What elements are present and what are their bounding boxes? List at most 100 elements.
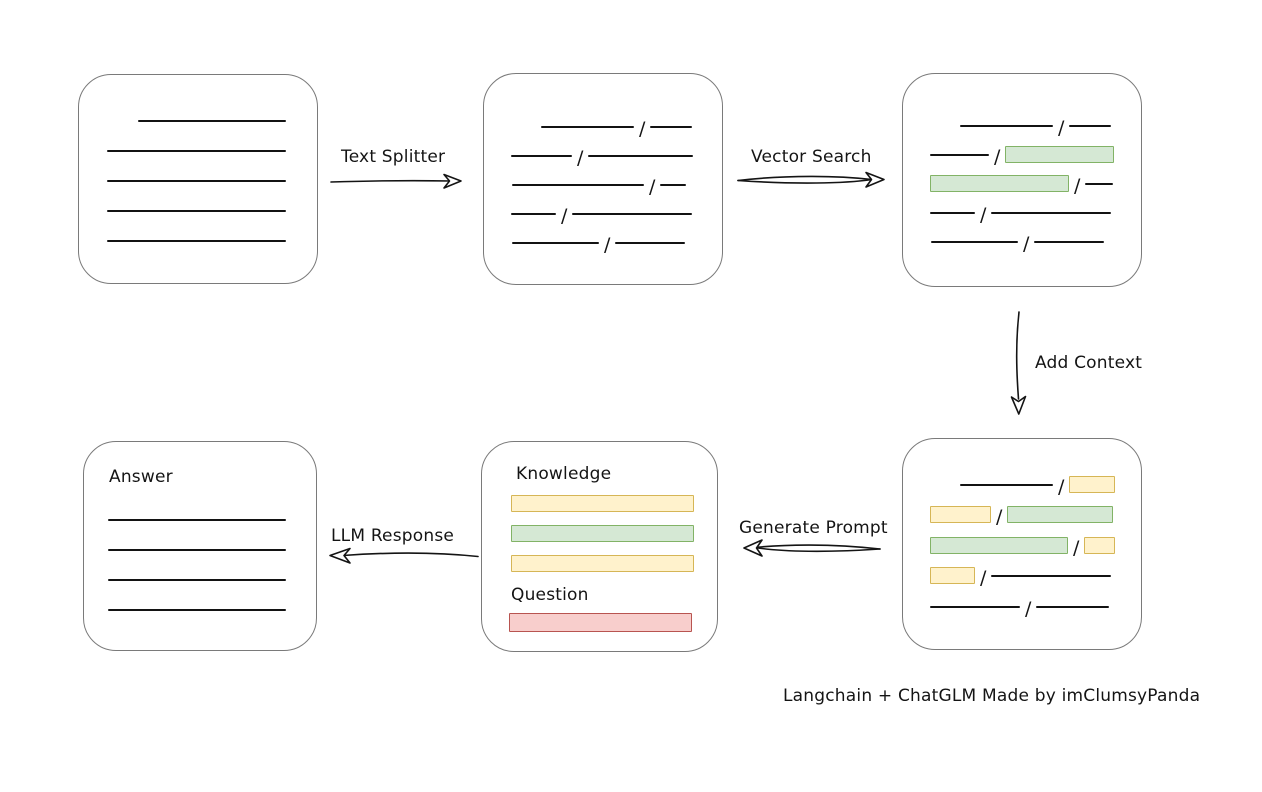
slash-separator: /: [1074, 175, 1081, 197]
slash-separator: /: [577, 147, 584, 169]
text-line: [511, 155, 572, 157]
chunk-row: /: [930, 580, 1119, 618]
generate-prompt-arrow: [743, 539, 881, 557]
chunk-row: /: [930, 489, 1119, 528]
slash-separator: /: [1025, 597, 1032, 620]
text-line: [991, 212, 1112, 214]
text-line: [930, 605, 1020, 608]
split-chunks-box: / / / / /: [483, 73, 723, 285]
yellow-highlight-bar: [1069, 475, 1116, 493]
yellow-bar: [511, 495, 694, 512]
vector-search-label: Vector Search: [751, 147, 872, 167]
slash-separator: /: [649, 176, 656, 198]
chunk-row: /: [960, 101, 1119, 138]
text-line: [572, 213, 693, 215]
slash-separator: /: [639, 118, 646, 140]
text-line: [1069, 125, 1112, 127]
text-line: [511, 213, 556, 215]
text-line: [108, 609, 286, 611]
text-line: [512, 242, 599, 244]
yellow-bar: [511, 555, 694, 572]
text-line: [960, 125, 1053, 127]
text-line: [930, 154, 989, 156]
slash-separator: /: [561, 205, 568, 227]
slash-separator: /: [1058, 117, 1065, 139]
text-line: [931, 241, 1018, 243]
text-line: [512, 184, 644, 186]
green-highlight-bar: [1005, 146, 1115, 163]
knowledge-bars: [511, 495, 694, 585]
green-highlight-bar: [930, 175, 1069, 192]
text-splitter-label: Text Splitter: [341, 147, 446, 167]
slash-separator: /: [996, 506, 1003, 528]
green-bar: [511, 525, 694, 542]
yellow-highlight-bar: [1084, 536, 1116, 554]
text-line: [650, 126, 693, 128]
text-line: [1036, 605, 1110, 608]
vector-search-results-box: / / / / /: [902, 73, 1142, 287]
answer-box: Answer: [83, 441, 317, 651]
chunk-rows-container: / / / / /: [930, 101, 1119, 254]
chunk-row: /: [930, 188, 1119, 225]
slash-separator: /: [980, 567, 987, 589]
chunk-row: /: [931, 217, 1119, 254]
text-line: [930, 212, 975, 214]
text-line: [108, 579, 286, 581]
context-box: / / / / /: [902, 438, 1142, 650]
prompt-box: Knowledge Question: [481, 441, 718, 652]
vector-search-arrow: [737, 171, 885, 188]
text-line: [660, 184, 687, 186]
text-splitter-arrow: [330, 173, 462, 189]
red-bar: [509, 613, 692, 632]
question-label: Question: [511, 585, 589, 605]
answer-lines: [108, 519, 286, 639]
text-line: [107, 240, 286, 242]
chunk-row: /: [541, 102, 700, 139]
document-box: [78, 74, 318, 284]
green-highlight-bar: [930, 536, 1068, 554]
text-line: [991, 575, 1112, 577]
text-line: [108, 549, 286, 551]
text-line: [107, 210, 286, 212]
chunk-row: /: [511, 131, 700, 168]
chunk-row: /: [930, 130, 1119, 167]
slash-separator: /: [994, 146, 1001, 168]
text-line: [1034, 241, 1105, 243]
answer-label: Answer: [109, 467, 173, 487]
slash-separator: /: [1058, 475, 1065, 498]
slash-separator: /: [1023, 233, 1030, 255]
text-line: [960, 483, 1053, 486]
text-line: [1085, 183, 1114, 185]
text-line: [107, 150, 286, 152]
chunk-rows-container: / / / / /: [930, 458, 1119, 618]
generate-prompt-label: Generate Prompt: [739, 518, 888, 538]
yellow-highlight-bar: [930, 567, 975, 584]
llm-response-label: LLM Response: [331, 526, 455, 546]
diagram-caption: Langchain + ChatGLM Made by imClumsyPand…: [783, 686, 1201, 706]
yellow-highlight-bar: [930, 506, 991, 523]
add-context-arrow: [1010, 311, 1027, 415]
document-lines: [107, 120, 286, 270]
text-line: [108, 519, 286, 521]
chunk-row: /: [930, 550, 1119, 589]
text-line: [588, 155, 694, 157]
add-context-label: Add Context: [1035, 353, 1143, 373]
slash-separator: /: [1073, 536, 1080, 559]
chunk-row: /: [930, 519, 1119, 557]
chunk-row: /: [512, 218, 700, 255]
slash-separator: /: [980, 204, 987, 226]
slash-separator: /: [604, 234, 611, 256]
chunk-row: /: [960, 458, 1119, 496]
text-line: [615, 242, 686, 244]
knowledge-label: Knowledge: [516, 464, 612, 484]
text-line: [107, 180, 286, 182]
chunk-rows-container: / / / / /: [511, 102, 700, 255]
chunk-row: /: [512, 160, 700, 197]
question-bars: [509, 613, 692, 645]
chunk-row: /: [930, 159, 1119, 196]
llm-response-arrow: [329, 547, 479, 564]
chunk-row: /: [511, 189, 700, 226]
text-line: [138, 120, 286, 122]
green-highlight-bar: [1007, 506, 1114, 523]
